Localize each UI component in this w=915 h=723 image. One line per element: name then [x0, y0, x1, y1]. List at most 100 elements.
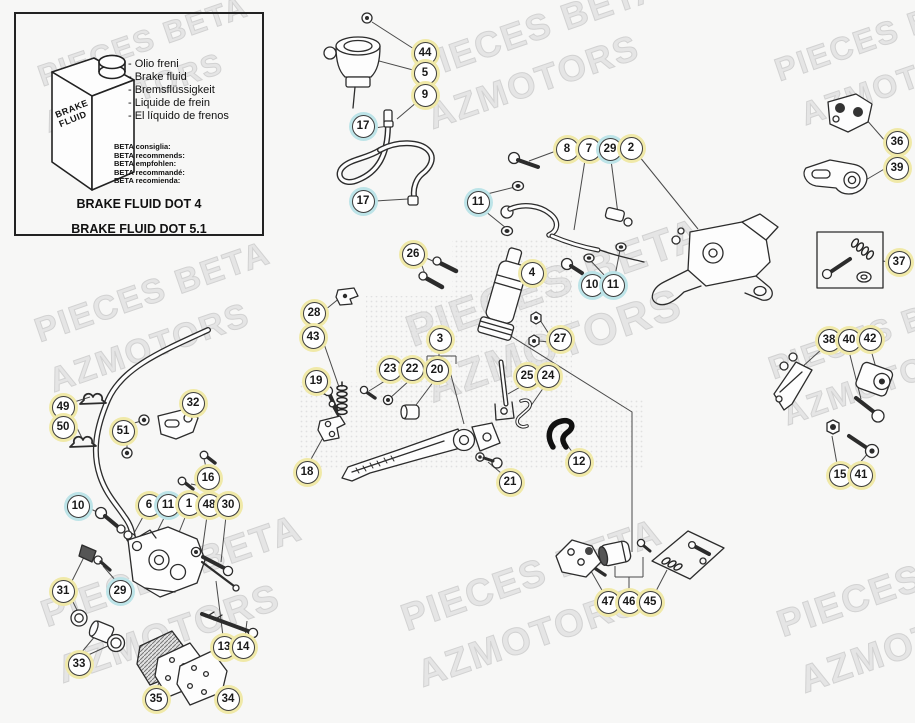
callout-35[interactable]: 35	[144, 687, 168, 711]
callout-20[interactable]: 20	[425, 358, 449, 382]
caliper-bolts-part	[190, 546, 259, 639]
callout-33[interactable]: 33	[67, 652, 91, 676]
callout-41[interactable]: 41	[849, 463, 873, 487]
recommendation-line: BETA consiglia:	[114, 142, 171, 151]
callout-50[interactable]: 50	[51, 415, 75, 439]
callout-23[interactable]: 23	[378, 357, 402, 381]
bracket-screws-part	[177, 450, 217, 491]
callout-13[interactable]: 13	[212, 635, 236, 659]
callout-51[interactable]: 51	[111, 419, 135, 443]
front-banjo-bolt-part	[94, 506, 133, 540]
fluid-name: - Liquide de frein	[128, 97, 210, 109]
master-cylinder-part	[477, 247, 527, 341]
callout-49[interactable]: 49	[51, 395, 75, 419]
callout-43[interactable]: 43	[301, 325, 325, 349]
callout-18[interactable]: 18	[295, 460, 319, 484]
bracket-washers-part	[121, 414, 150, 459]
callout-5[interactable]: 5	[413, 61, 437, 85]
callout-47[interactable]: 47	[596, 590, 620, 614]
front-caliper-part	[127, 526, 206, 598]
rear-hose-switch-part	[549, 206, 645, 263]
callout-1[interactable]: 1	[177, 492, 201, 516]
brake-pedal-part	[341, 422, 501, 482]
brake-fluid-legend: BRAKE FLUID - Olio freni - Brake fluid -…	[14, 12, 264, 236]
clevis-pin-clip-part	[515, 398, 532, 429]
nut-part	[826, 419, 840, 435]
brake-pads-part	[136, 630, 228, 706]
master-cylinder-nuts-part	[528, 311, 542, 348]
callout-8[interactable]: 8	[555, 137, 579, 161]
hose-clips-part	[69, 392, 107, 448]
callout-17[interactable]: 17	[351, 189, 375, 213]
pedal-bushing-parts	[359, 385, 420, 420]
callout-11[interactable]: 11	[156, 493, 180, 517]
callout-25[interactable]: 25	[515, 364, 539, 388]
pad-pin-kit-part	[773, 352, 813, 411]
callout-38[interactable]: 38	[817, 328, 841, 352]
hose-bracket-rubber-part	[827, 93, 873, 133]
callout-42[interactable]: 42	[858, 327, 882, 351]
fluid-name: - Olio freni	[128, 58, 179, 70]
callout-29[interactable]: 29	[598, 137, 622, 161]
pushrod-clevis-part	[494, 359, 515, 421]
callout-22[interactable]: 22	[400, 357, 424, 381]
recommendation-list: BETA consiglia: BETA recommends: BETA em…	[114, 142, 185, 186]
callout-17[interactable]: 17	[351, 114, 375, 138]
footpeg-kit-part	[651, 530, 725, 580]
footpeg-bracket-part	[555, 539, 607, 578]
recommendation-line: BETA recomienda:	[114, 176, 181, 186]
long-bolt-part	[847, 434, 880, 459]
callout-36[interactable]: 36	[885, 130, 909, 154]
recommendation-line: BETA recommends:	[114, 150, 185, 160]
callout-26[interactable]: 26	[401, 242, 425, 266]
callout-2[interactable]: 2	[619, 136, 643, 160]
callout-32[interactable]: 32	[181, 391, 205, 415]
callout-19[interactable]: 19	[304, 369, 328, 393]
callout-10[interactable]: 10	[66, 494, 90, 518]
hose-clamp-plate-part	[335, 287, 359, 306]
callout-27[interactable]: 27	[548, 327, 572, 351]
callout-9[interactable]: 9	[413, 83, 437, 107]
fluid-reservoir-part	[323, 36, 381, 109]
callout-14[interactable]: 14	[231, 635, 255, 659]
callout-34[interactable]: 34	[216, 687, 240, 711]
callout-46[interactable]: 46	[617, 590, 641, 614]
fluid-name-list: - Olio freni - Brake fluid - Bremsflüssi…	[128, 58, 229, 123]
pedal-pivot-bolts-part	[322, 385, 340, 417]
callout-4[interactable]: 4	[520, 261, 544, 285]
callout-37[interactable]: 37	[887, 250, 911, 274]
callout-21[interactable]: 21	[498, 470, 522, 494]
fluid-spec-dot4: BRAKE FLUID DOT 4	[76, 197, 202, 211]
callout-11[interactable]: 11	[466, 190, 490, 214]
callout-12[interactable]: 12	[567, 450, 591, 474]
master-cylinder-bolts-part	[418, 256, 459, 290]
roller-part	[855, 361, 894, 397]
callout-31[interactable]: 31	[51, 579, 75, 603]
callout-29[interactable]: 29	[108, 579, 132, 603]
callout-28[interactable]: 28	[302, 301, 326, 325]
recommendation-line: BETA empfohlen:	[114, 159, 177, 169]
callout-30[interactable]: 30	[216, 493, 240, 517]
fluid-name: - El líquido de frenos	[128, 110, 229, 122]
recommendation-line: BETA recommandé:	[114, 167, 185, 177]
callout-3[interactable]: 3	[428, 327, 452, 351]
callout-24[interactable]: 24	[536, 364, 560, 388]
callout-11[interactable]: 11	[601, 273, 625, 297]
pedal-bolt-part	[475, 452, 503, 469]
hose-guide-arm-part	[803, 159, 868, 195]
callout-15[interactable]: 15	[828, 463, 852, 487]
callout-45[interactable]: 45	[638, 590, 662, 614]
fluid-canister-drawing	[51, 54, 135, 191]
hose-guide-rubber-part	[546, 417, 575, 450]
callout-39[interactable]: 39	[885, 156, 909, 180]
callout-7[interactable]: 7	[577, 137, 601, 161]
callout-10[interactable]: 10	[580, 273, 604, 297]
callout-48[interactable]: 48	[197, 493, 221, 517]
callout-40[interactable]: 40	[837, 328, 861, 352]
callout-16[interactable]: 16	[196, 466, 220, 490]
reservoir-cap-screw-part	[361, 12, 373, 24]
pedal-clamp-part	[317, 415, 346, 442]
